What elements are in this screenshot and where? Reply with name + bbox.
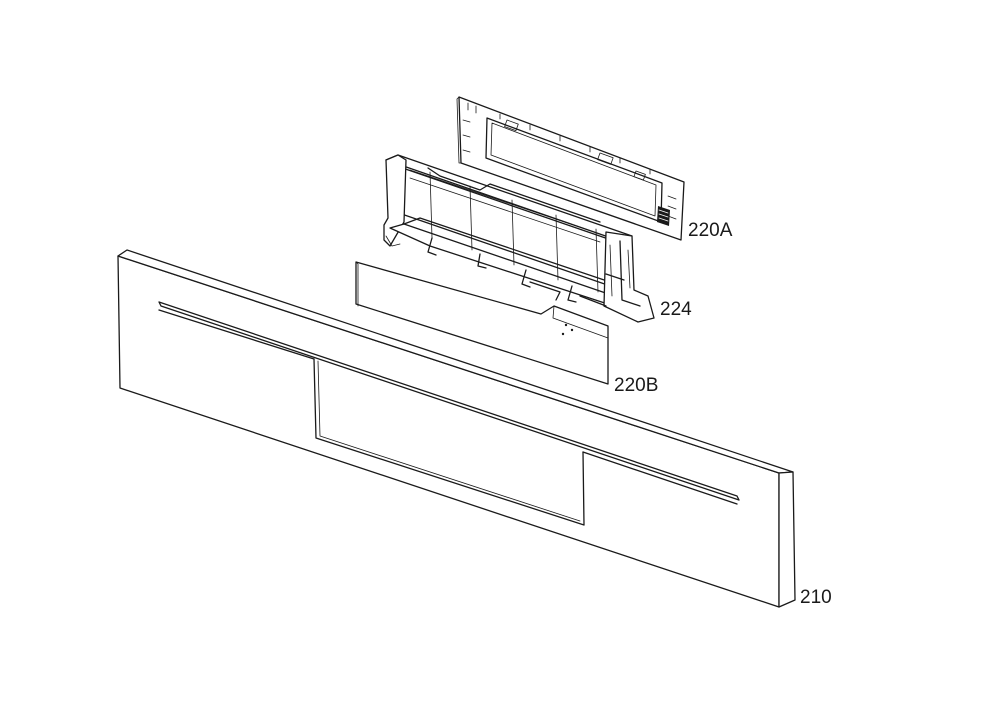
part-220a-control-board bbox=[456, 96, 685, 241]
callout-224: 224 bbox=[660, 299, 692, 320]
callout-210: 210 bbox=[800, 587, 832, 608]
callout-220a: 220A bbox=[688, 220, 733, 241]
callout-220b: 220B bbox=[614, 375, 659, 396]
part-220b-display-board bbox=[355, 261, 609, 385]
part-224-housing bbox=[383, 154, 655, 323]
part-210-front-panel bbox=[117, 249, 796, 608]
